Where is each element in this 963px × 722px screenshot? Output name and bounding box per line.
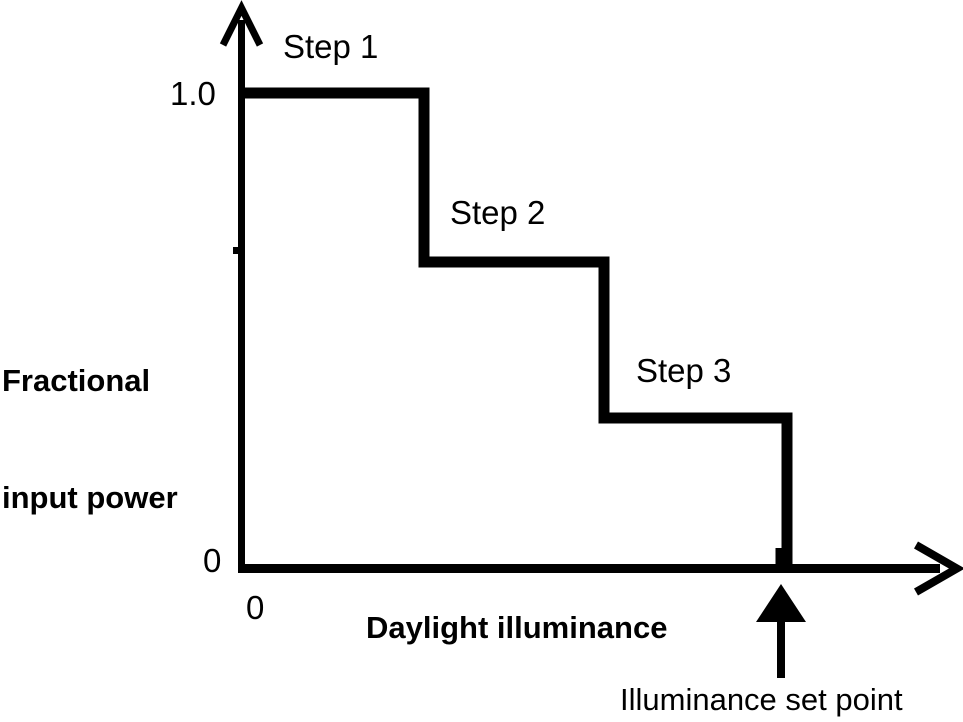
step-2-label: Step 2 [450,194,546,231]
x-axis-title: Daylight illuminance [366,610,668,645]
y-tick-label-0: 0 [203,542,222,579]
setpoint-callout-label: Illuminance set point [620,682,903,717]
setpoint-callout-arrow-head-icon [756,584,806,622]
y-axis-arrowhead-icon [219,0,264,47]
x-axis-arrowhead-icon [914,541,963,596]
y-tick-label-1-0: 1.0 [170,75,216,112]
x-tick-label-0: 0 [246,589,265,626]
y-axis-title: Fractional input power [2,283,178,595]
y-axis-title-line-1: Fractional [2,363,151,398]
step-curve [240,87,793,568]
step-3-label: Step 3 [636,352,732,389]
step-1-label: Step 1 [283,28,379,65]
y-axis-title-line-2: input power [2,480,178,515]
